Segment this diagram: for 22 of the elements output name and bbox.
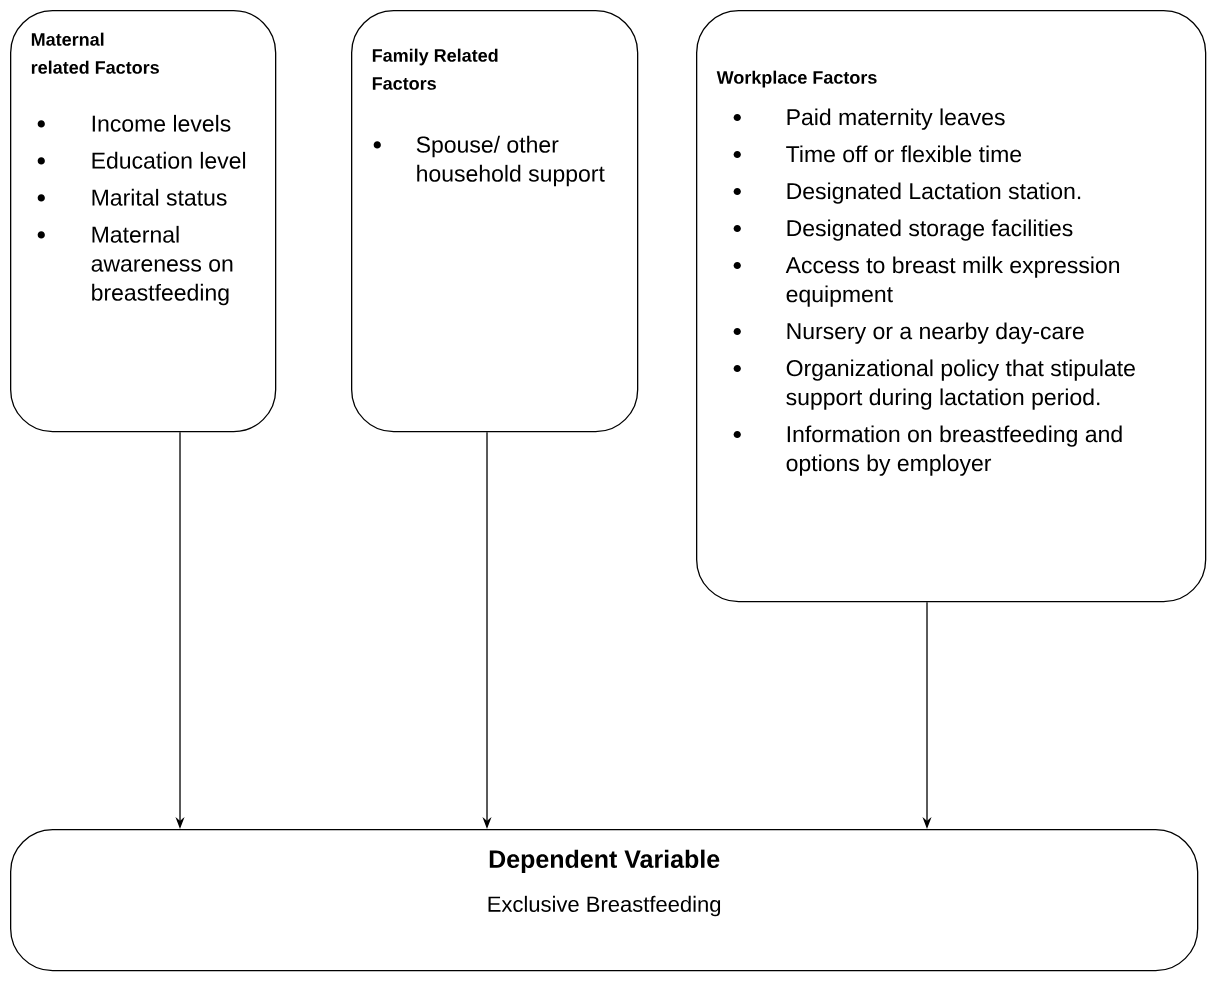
- list-item: Education level: [92, 151, 246, 169]
- list-item: Information on breastfeeding and options by employer: [786, 425, 1122, 476]
- list-item: Access to breast milk expression equipment: [785, 256, 1120, 307]
- list-item: Paid maternity leaves: [787, 108, 1005, 130]
- factor-box: [10, 829, 1199, 972]
- list-item: Income levels: [92, 114, 231, 132]
- list-item: Marital status: [92, 188, 227, 206]
- heading: Maternal related Factors: [31, 32, 159, 74]
- list-item: Maternal awareness on breastfeeding: [91, 225, 233, 306]
- heading: Family Related Factors: [372, 48, 498, 90]
- list-item: Designated Lactation station.: [787, 182, 1081, 204]
- factor-box: [696, 10, 1207, 603]
- list-item: Designated storage facilities: [787, 219, 1073, 241]
- factor-box: [10, 10, 277, 433]
- list-item: Organizational policy that stipulate support during lactation period.: [786, 359, 1135, 410]
- factor-box: [351, 10, 639, 433]
- list-item: Nursery or a nearby day-care: [787, 322, 1084, 344]
- list-item: Time off or flexible time: [786, 145, 1022, 163]
- heading: Dependent Variable: [489, 849, 720, 873]
- body-text: Exclusive Breastfeeding: [488, 895, 721, 917]
- list-item: Spouse/ other household support: [416, 135, 605, 187]
- heading: Workplace Factors: [716, 70, 877, 88]
